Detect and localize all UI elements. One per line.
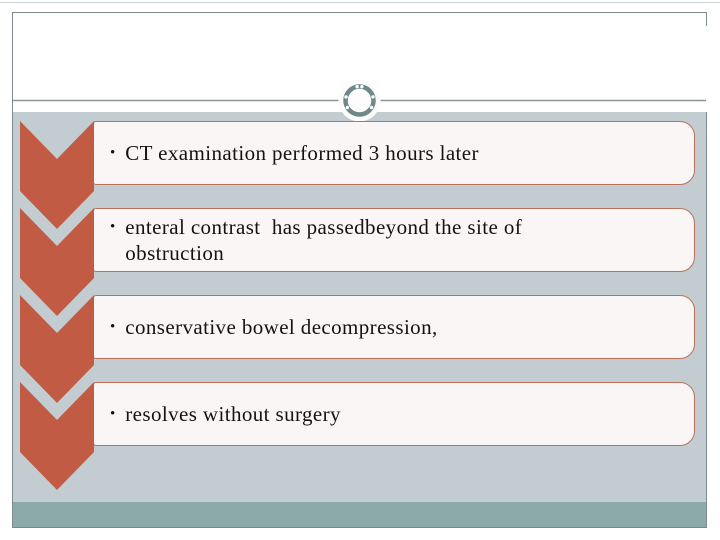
list-item: • conservative bowel decompression, <box>93 295 695 359</box>
list-item-entry: • conservative bowel decompression, <box>110 314 438 340</box>
list-item-entry: • CT examination performed 3 hours later <box>110 140 479 166</box>
circle-ornament-icon <box>343 84 376 117</box>
divider-line-ornament <box>13 79 706 122</box>
list-item-text: CT examination performed 3 hours later <box>125 141 479 165</box>
bullet-glyph: • <box>110 145 116 161</box>
footer-bar <box>13 502 706 528</box>
top-edge-line <box>0 2 720 3</box>
list-item-text: conservative bowel decompression, <box>125 315 438 339</box>
list-item-text-block: resolves without surgery <box>125 401 341 427</box>
list-item-text: obstruction <box>125 241 225 265</box>
list-item: • resolves without surgery <box>93 382 695 446</box>
chevron-down-icon <box>20 382 94 490</box>
ring-notches <box>344 85 375 110</box>
chevron-down-icon <box>20 208 94 316</box>
bullet-glyph: • <box>110 319 116 335</box>
list-item-text-block: conservative bowel decompression, <box>125 314 437 340</box>
bullet-glyph: • <box>110 219 116 235</box>
chevron-column <box>20 121 94 490</box>
list-item-entry: • resolves without surgery <box>110 401 341 427</box>
list-item-entry: • enteral contrast has passedbeyond the … <box>110 214 522 266</box>
bullet-glyph: • <box>110 406 116 422</box>
list-item-text-block: CT examination performed 3 hours later <box>125 140 479 166</box>
chevron-down-icon <box>20 295 94 403</box>
list-item-text-block: enteral contrast has passedbeyond the si… <box>125 214 522 266</box>
list-item-text: enteral contrast has passedbeyond the si… <box>125 215 523 239</box>
chevron-down-icon <box>20 121 94 229</box>
list-item: • CT examination performed 3 hours later <box>93 121 695 185</box>
list-item: • enteral contrast has passedbeyond the … <box>93 208 695 272</box>
list-item-text: resolves without surgery <box>125 402 341 426</box>
